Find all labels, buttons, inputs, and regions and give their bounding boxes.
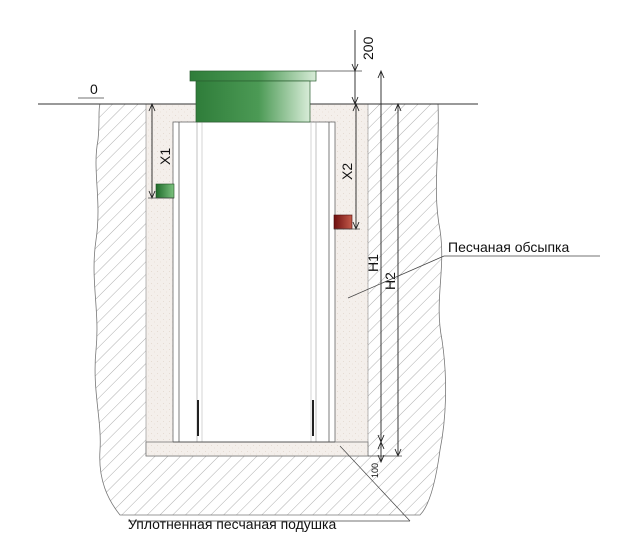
dim-100: 100 (370, 440, 385, 478)
sand-backfill-label: Песчаная обсыпка (448, 239, 569, 255)
dim-200-label: 200 (360, 36, 376, 60)
tank-lid (189, 70, 317, 123)
sand-cushion-layer (145, 441, 369, 457)
dim-h1: H1 (365, 69, 385, 444)
septic-tank (172, 121, 336, 443)
dim-100-label: 100 (370, 463, 380, 478)
x1-label: X1 (157, 148, 173, 165)
h2-label: H2 (382, 272, 398, 290)
dim-h2: H2 (368, 102, 402, 458)
x2-label: X2 (339, 163, 355, 180)
sand-backfill-leader (347, 255, 445, 299)
dim-200: 200 (316, 30, 376, 106)
h1-label: H1 (365, 254, 381, 272)
inlet-pipe (155, 183, 175, 199)
dim-x2: X2 (334, 102, 360, 231)
outlet-pipe (333, 214, 353, 230)
dim-x1: X1 (148, 102, 174, 200)
sand-cushion-label: Уплотненная песчаная подушка (128, 516, 336, 532)
sand-cushion-leader (339, 445, 411, 522)
ground-zero-label: 0 (90, 81, 98, 97)
